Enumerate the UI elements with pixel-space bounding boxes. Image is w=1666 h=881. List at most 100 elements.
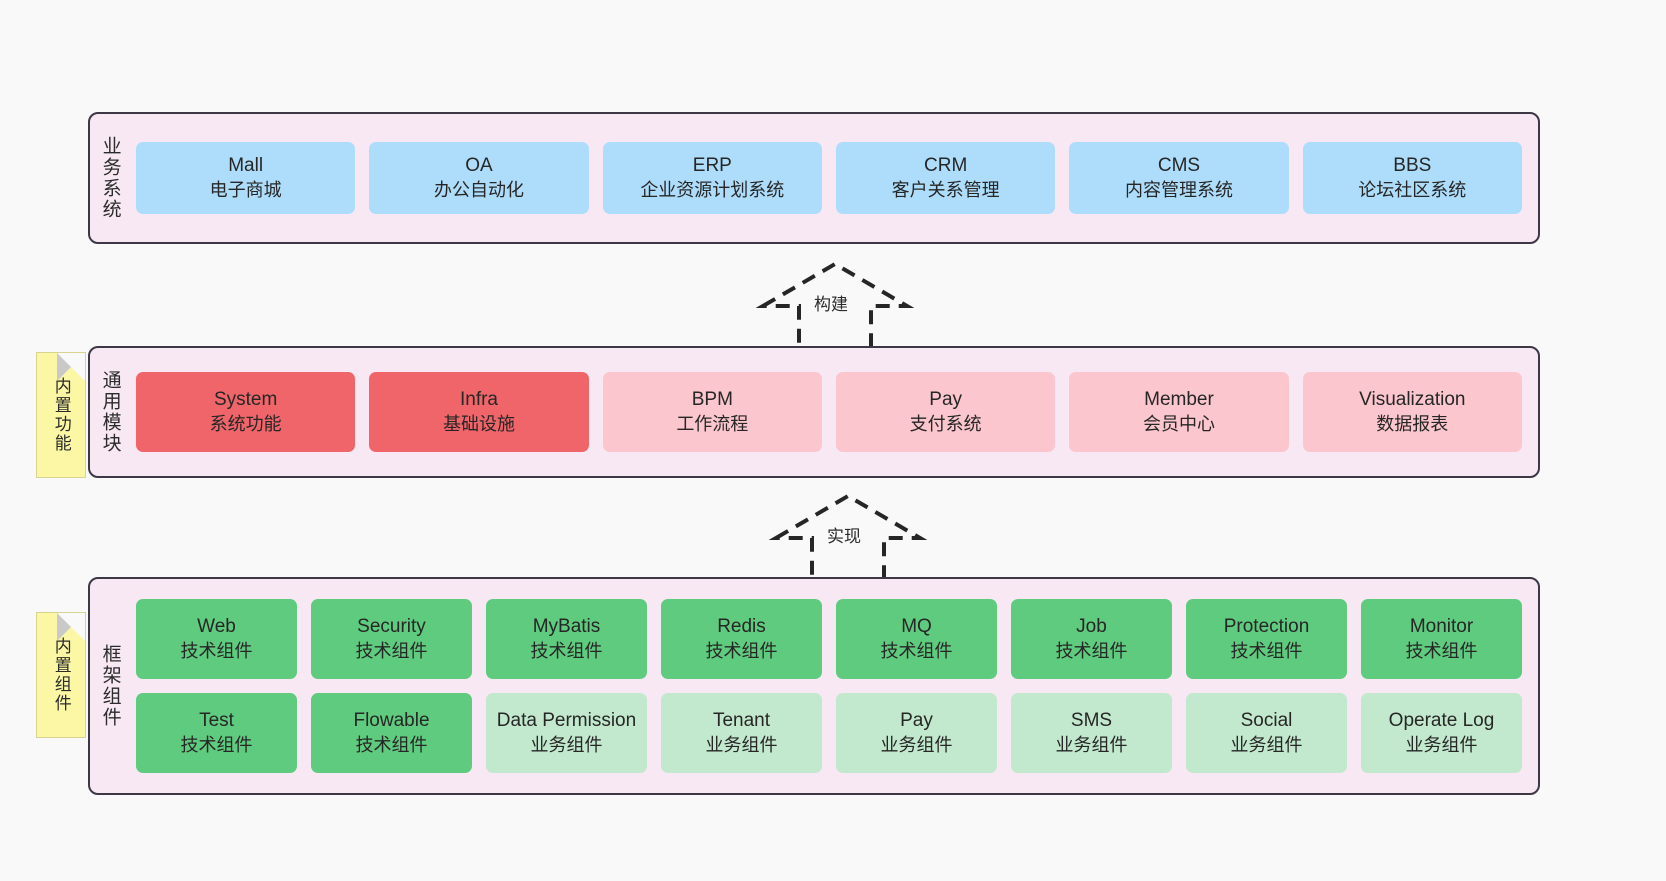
card-subtitle: 工作流程 (676, 413, 749, 434)
card-subtitle: 企业资源计划系统 (640, 179, 785, 200)
card-pay-module[interactable]: Pay 支付系统 (835, 372, 1056, 452)
layer-title-business: 业务系统 (99, 136, 121, 220)
card-name: Pay (900, 710, 933, 732)
card-redis[interactable]: Redis 技术组件 (661, 599, 822, 679)
card-protection[interactable]: Protection 技术组件 (1186, 599, 1347, 679)
card-data-permission[interactable]: Data Permission 业务组件 (486, 693, 647, 773)
card-subtitle: 数据报表 (1376, 413, 1449, 434)
layer-title-framework: 框架组件 (99, 644, 121, 728)
card-web[interactable]: Web 技术组件 (136, 599, 297, 679)
card-subtitle: 业务组件 (1230, 734, 1303, 755)
card-subtitle: 技术组件 (355, 640, 428, 661)
layer-general-modules: 通用模块 System 系统功能 Infra 基础设施 BPM 工作流程 Pay… (88, 346, 1540, 478)
card-row: Mall 电子商城 OA 办公自动化 ERP 企业资源计划系统 CRM 客户关系… (136, 142, 1522, 214)
card-oa[interactable]: OA 办公自动化 (369, 142, 589, 214)
card-name: SMS (1070, 710, 1113, 732)
card-name: Flowable (353, 710, 430, 732)
card-subtitle: 业务组件 (880, 734, 953, 755)
arrow-implement: 实现 (768, 490, 928, 582)
card-subtitle: 业务组件 (705, 734, 778, 755)
card-subtitle: 支付系统 (909, 413, 982, 434)
card-mybatis[interactable]: MyBatis 技术组件 (486, 599, 647, 679)
card-name: System (213, 389, 278, 411)
card-social[interactable]: Social 业务组件 (1186, 693, 1347, 773)
card-flowable[interactable]: Flowable 技术组件 (311, 693, 472, 773)
card-visualization[interactable]: Visualization 数据报表 (1302, 372, 1522, 452)
card-operate-log[interactable]: Operate Log 业务组件 (1361, 693, 1522, 773)
note-builtin-features: 内置功能 (36, 352, 86, 478)
card-subtitle: 内容管理系统 (1124, 179, 1233, 200)
card-mq[interactable]: MQ 技术组件 (836, 599, 997, 679)
card-name: Infra (459, 389, 498, 411)
card-name: Web (197, 616, 236, 638)
card-test[interactable]: Test 技术组件 (136, 693, 297, 773)
card-subtitle: 技术组件 (1230, 640, 1303, 661)
card-member[interactable]: Member 会员中心 (1069, 372, 1289, 452)
note-builtin-components: 内置组件 (36, 612, 86, 738)
card-subtitle: 会员中心 (1142, 413, 1215, 434)
card-name: BBS (1393, 155, 1432, 177)
layer-body-modules: System 系统功能 Infra 基础设施 BPM 工作流程 Pay 支付系统… (130, 348, 1538, 476)
card-name: Social (1240, 710, 1293, 732)
card-name: CRM (924, 155, 968, 177)
card-subtitle: 技术组件 (705, 640, 778, 661)
card-row: Web 技术组件 Security 技术组件 MyBatis 技术组件 Redi… (136, 599, 1522, 679)
card-name: MQ (901, 616, 932, 638)
card-name: Data Permission (496, 710, 637, 732)
arrow-build: 构建 (755, 258, 915, 350)
card-security[interactable]: Security 技术组件 (311, 599, 472, 679)
card-system[interactable]: System 系统功能 (136, 372, 356, 452)
card-subtitle: 技术组件 (180, 734, 253, 755)
card-erp[interactable]: ERP 企业资源计划系统 (602, 142, 822, 214)
card-name: BPM (691, 389, 733, 411)
card-name: Visualization (1359, 389, 1466, 411)
card-name: Redis (717, 616, 766, 638)
card-name: MyBatis (532, 616, 601, 638)
card-subtitle: 技术组件 (355, 734, 428, 755)
layer-framework-components: 框架组件 Web 技术组件 Security 技术组件 MyBatis 技术组件… (88, 577, 1540, 795)
card-subtitle: 技术组件 (180, 640, 253, 661)
card-crm[interactable]: CRM 客户关系管理 (835, 142, 1056, 214)
dashed-up-arrow-icon (768, 493, 928, 582)
layer-body-business: Mall 电子商城 OA 办公自动化 ERP 企业资源计划系统 CRM 客户关系… (130, 114, 1538, 242)
card-subtitle: 基础设施 (442, 413, 515, 434)
card-tenant[interactable]: Tenant 业务组件 (661, 693, 822, 773)
card-subtitle: 技术组件 (1055, 640, 1128, 661)
arrow-label-build: 构建 (811, 290, 851, 315)
card-subtitle: 技术组件 (1405, 640, 1478, 661)
card-subtitle: 办公自动化 (433, 179, 524, 200)
card-subtitle: 系统功能 (209, 413, 282, 434)
card-name: Protection (1223, 616, 1310, 638)
card-name: ERP (692, 155, 732, 177)
card-name: Tenant (712, 710, 771, 732)
layer-business-systems: 业务系统 Mall 电子商城 OA 办公自动化 ERP 企业资源计划系统 CRM… (88, 112, 1540, 244)
card-subtitle: 客户关系管理 (891, 179, 1000, 200)
card-sms[interactable]: SMS 业务组件 (1011, 693, 1172, 773)
card-name: Mall (228, 155, 264, 177)
card-name: CMS (1157, 155, 1201, 177)
card-bpm[interactable]: BPM 工作流程 (602, 372, 822, 452)
card-name: Monitor (1409, 616, 1474, 638)
card-subtitle: 技术组件 (530, 640, 603, 661)
card-subtitle: 论坛社区系统 (1358, 179, 1467, 200)
layer-title-modules: 通用模块 (99, 370, 121, 454)
card-name: Test (199, 710, 234, 732)
card-infra[interactable]: Infra 基础设施 (369, 372, 589, 452)
card-cms[interactable]: CMS 内容管理系统 (1069, 142, 1289, 214)
card-name: Member (1144, 389, 1214, 411)
card-name: Operate Log (1388, 710, 1495, 732)
card-name: Job (1076, 616, 1107, 638)
card-pay-component[interactable]: Pay 业务组件 (836, 693, 997, 773)
card-subtitle: 技术组件 (880, 640, 953, 661)
card-monitor[interactable]: Monitor 技术组件 (1361, 599, 1522, 679)
card-bbs[interactable]: BBS 论坛社区系统 (1302, 142, 1522, 214)
card-subtitle: 业务组件 (530, 734, 603, 755)
card-job[interactable]: Job 技术组件 (1011, 599, 1172, 679)
card-name: Security (357, 616, 426, 638)
dashed-up-arrow-icon (755, 261, 915, 350)
card-mall[interactable]: Mall 电子商城 (136, 142, 356, 214)
card-row: Test 技术组件 Flowable 技术组件 Data Permission … (136, 693, 1522, 773)
card-subtitle: 电子商城 (209, 179, 282, 200)
card-name: OA (465, 155, 493, 177)
